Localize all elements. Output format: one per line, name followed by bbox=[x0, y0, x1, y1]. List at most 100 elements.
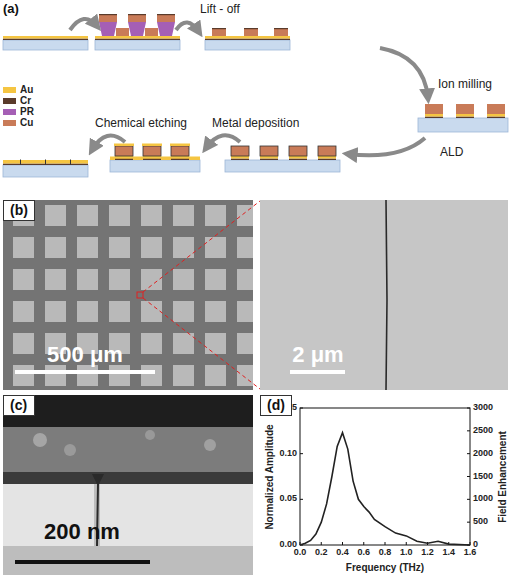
layer-shape bbox=[171, 146, 189, 156]
panel-label: (b) bbox=[10, 202, 28, 218]
legend-row: Cr bbox=[3, 95, 31, 106]
tick-label: 1.2 bbox=[421, 548, 434, 558]
layer-shape bbox=[157, 22, 175, 36]
layer-shape bbox=[3, 165, 88, 177]
thz-spectrum-chart bbox=[300, 408, 470, 545]
y2-tick bbox=[467, 453, 470, 454]
sem-image-low-mag bbox=[3, 200, 253, 390]
axis-title: Normalized Amplitude bbox=[264, 424, 275, 529]
layer-shape bbox=[143, 159, 161, 161]
layer-shape bbox=[318, 146, 336, 156]
tick-label: 0.4 bbox=[336, 548, 349, 558]
step-label: Chemical etching bbox=[95, 117, 187, 130]
layer-shape bbox=[128, 22, 146, 36]
layer-shape bbox=[3, 39, 88, 41]
panel-label: (a) bbox=[3, 2, 19, 16]
layer-shape bbox=[456, 114, 474, 117]
tick-label: 0.8 bbox=[379, 548, 392, 558]
layer-shape bbox=[115, 159, 133, 161]
layer-shape bbox=[418, 118, 508, 132]
tick-label: 1000 bbox=[473, 494, 493, 504]
layer-shape bbox=[260, 146, 278, 156]
layer-shape bbox=[116, 28, 129, 36]
layer-shape bbox=[225, 160, 340, 172]
panel-label-box: (b) bbox=[3, 200, 35, 221]
layer-shape bbox=[212, 28, 226, 29]
tick-label: 1500 bbox=[473, 472, 493, 482]
panel-label-box: (c) bbox=[3, 395, 35, 416]
layer-shape bbox=[128, 15, 146, 22]
layer-shape bbox=[289, 146, 307, 156]
tick-label: 0.0 bbox=[294, 548, 307, 558]
y2-tick bbox=[467, 499, 470, 500]
tick-label: 0.05 bbox=[279, 494, 297, 504]
tick-label: 2000 bbox=[473, 449, 493, 459]
layer-shape bbox=[170, 144, 190, 147]
y-tick bbox=[300, 453, 303, 454]
layer-shape bbox=[95, 36, 180, 39]
scale-bar-label: 200 nm bbox=[44, 520, 120, 544]
layer-shape bbox=[95, 40, 180, 50]
layer-shape bbox=[231, 146, 249, 156]
legend-swatch bbox=[3, 109, 16, 115]
tick-label: 1.0 bbox=[400, 548, 413, 558]
y2-tick bbox=[467, 430, 470, 431]
axis-title: Field Enhancement bbox=[497, 431, 508, 523]
layer-shape bbox=[274, 29, 288, 36]
scale-bar-label: 2 μm bbox=[292, 343, 343, 367]
tick-label: 3000 bbox=[473, 403, 493, 413]
layer-shape bbox=[205, 36, 290, 39]
legend-text: Cr bbox=[20, 95, 31, 106]
layer-shape bbox=[110, 157, 200, 161]
layer-shape bbox=[143, 146, 161, 156]
layer-shape bbox=[487, 104, 505, 114]
tick-label: 0.10 bbox=[279, 449, 297, 459]
legend-row: PR bbox=[3, 106, 34, 117]
layer-shape bbox=[205, 39, 290, 41]
legend-row: Cu bbox=[3, 117, 33, 128]
step-label: Lift - off bbox=[200, 3, 240, 16]
step-label: Metal deposition bbox=[212, 117, 299, 130]
x-tick bbox=[321, 542, 322, 545]
layer-shape bbox=[114, 144, 134, 147]
layer-shape bbox=[3, 160, 88, 164]
axis-title: Frequency (THz) bbox=[346, 562, 424, 573]
y2-tick bbox=[467, 522, 470, 523]
legend-swatch bbox=[3, 98, 16, 104]
layer-shape bbox=[99, 14, 117, 15]
layer-shape bbox=[425, 104, 443, 114]
layer-shape bbox=[142, 144, 162, 147]
y-tick bbox=[300, 408, 303, 409]
tick-label: 0.2 bbox=[315, 548, 328, 558]
layer-shape bbox=[110, 160, 200, 172]
layer-shape bbox=[260, 159, 278, 161]
process-arrows bbox=[70, 19, 428, 155]
layer-shape bbox=[244, 28, 258, 29]
layer-shape bbox=[157, 15, 175, 22]
layer-shape bbox=[99, 15, 117, 22]
layer-shape bbox=[244, 29, 258, 36]
x-tick bbox=[406, 542, 407, 545]
layer-shape bbox=[425, 117, 443, 119]
sem-image-high-mag bbox=[260, 200, 508, 390]
panel-label-box: (d) bbox=[260, 395, 292, 416]
legend-text: Cu bbox=[20, 117, 33, 128]
layer-shape bbox=[45, 160, 46, 165]
layer-shape bbox=[456, 104, 474, 114]
y-tick bbox=[300, 499, 303, 500]
layer-shape bbox=[456, 117, 474, 119]
layer-shape bbox=[274, 28, 288, 29]
legend-swatch bbox=[3, 120, 16, 126]
layer-shape bbox=[487, 114, 505, 117]
tick-label: 2500 bbox=[473, 426, 493, 436]
tem-cross-section bbox=[3, 395, 253, 575]
layer-shape bbox=[231, 159, 249, 161]
layer-shape bbox=[318, 159, 336, 161]
layer-shape bbox=[205, 40, 290, 50]
tick-label: 500 bbox=[473, 517, 488, 527]
layer-shape bbox=[70, 160, 71, 165]
layer-shape bbox=[425, 114, 443, 117]
x-tick bbox=[342, 542, 343, 545]
layer-shape bbox=[157, 14, 175, 15]
scale-bar-label: 500 μm bbox=[47, 343, 123, 367]
